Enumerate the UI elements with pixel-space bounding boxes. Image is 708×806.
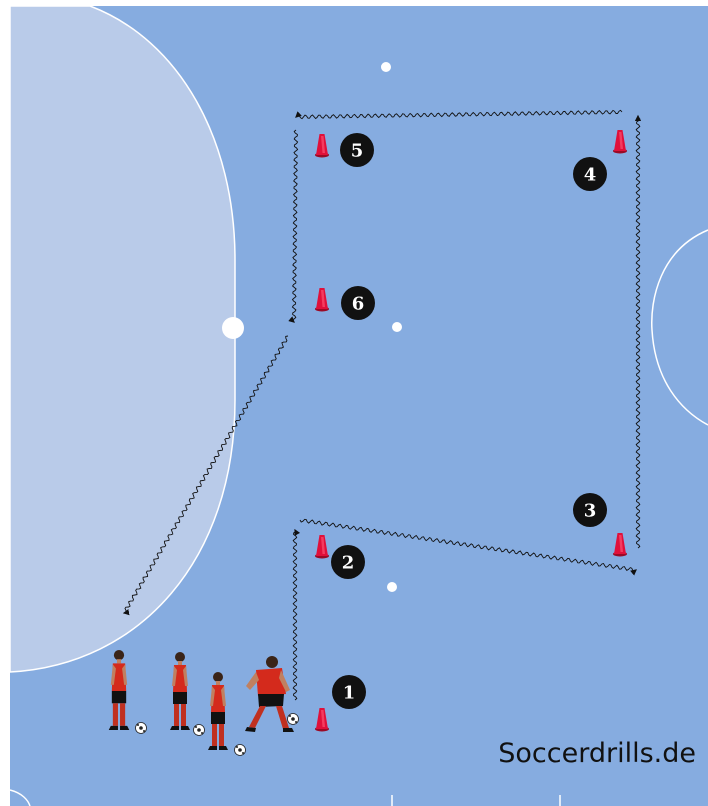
- station-badge-1: 1: [332, 675, 366, 709]
- field-dot: [392, 322, 402, 332]
- badge-label: 1: [343, 683, 356, 704]
- soccer-ball-icon: [235, 745, 246, 756]
- badge-label: 6: [352, 294, 365, 315]
- watermark: Soccerdrills.de: [498, 738, 696, 769]
- badge-label: 5: [351, 141, 364, 162]
- badge-label: 3: [584, 501, 597, 522]
- badge-label: 4: [584, 165, 597, 186]
- soccer-ball-icon: [136, 723, 147, 734]
- soccer-ball-icon: [194, 725, 205, 736]
- penalty-spot: [222, 317, 244, 339]
- station-badge-4: 4: [573, 157, 607, 191]
- station-badge-3: 3: [573, 493, 607, 527]
- field-dot: [387, 582, 397, 592]
- field-dot: [381, 62, 391, 72]
- badge-label: 2: [342, 553, 355, 574]
- station-badge-2: 2: [331, 545, 365, 579]
- soccer-ball-icon: [288, 714, 299, 725]
- station-badge-5: 5: [340, 133, 374, 167]
- station-badge-6: 6: [341, 286, 375, 320]
